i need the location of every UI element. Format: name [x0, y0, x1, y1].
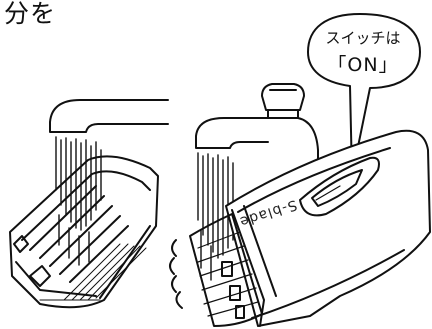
right-faucet: [196, 84, 318, 168]
foil-frame: [10, 156, 158, 307]
left-faucet: [50, 100, 168, 132]
heading-text: 分を: [4, 0, 56, 30]
callout-line-switch: スイッチは: [313, 27, 413, 48]
callout-line-on: 「ON」: [313, 50, 413, 77]
